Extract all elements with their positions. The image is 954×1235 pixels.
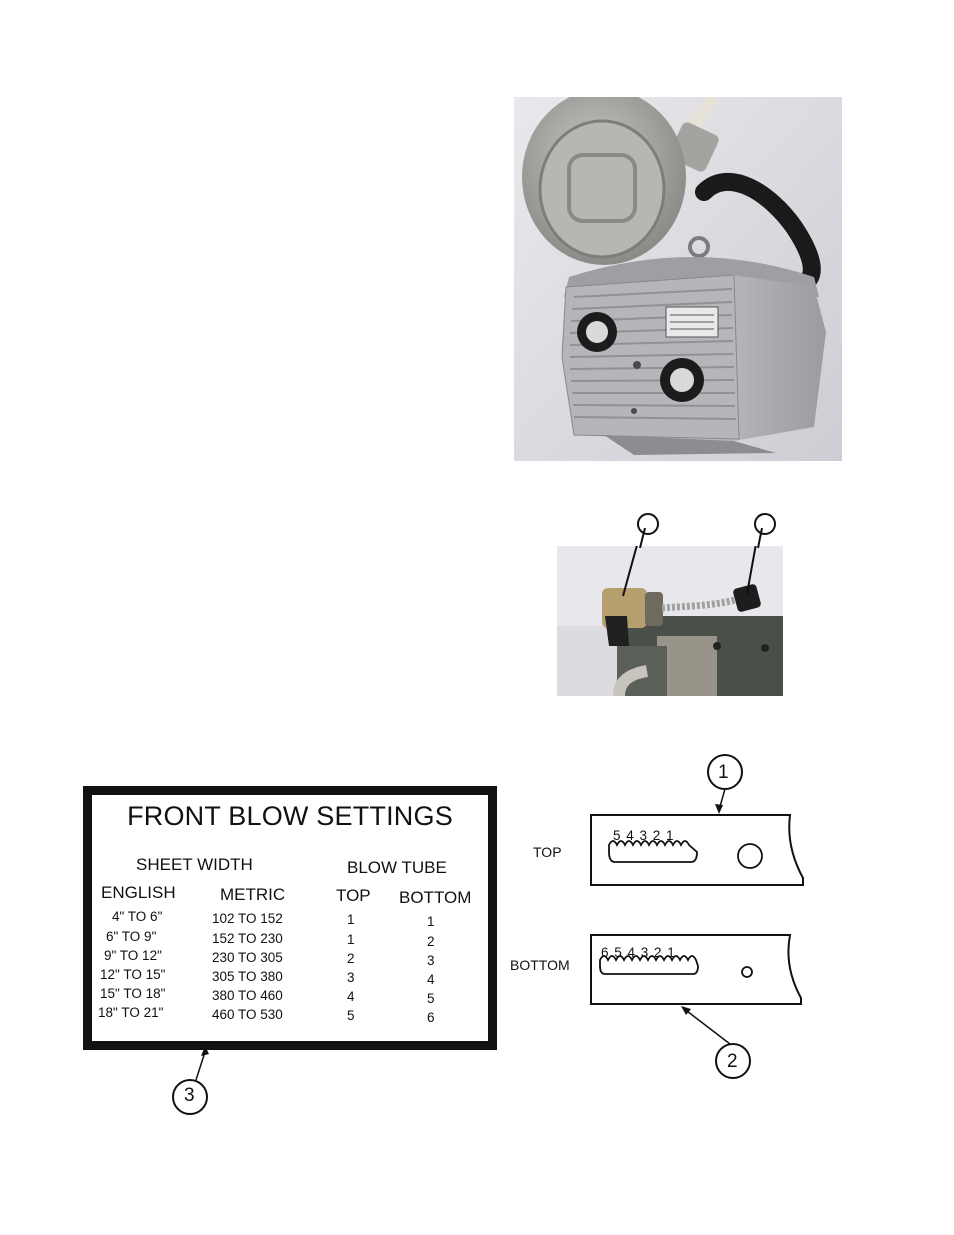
top-plate-hole [738, 844, 762, 868]
settings-cell-metric: 152 TO 230 [212, 931, 283, 946]
settings-cell-top: 5 [347, 1008, 355, 1023]
settings-cell-metric: 305 TO 380 [212, 969, 283, 984]
settings-cell-metric: 230 TO 305 [212, 950, 283, 965]
column-header-top: TOP [336, 886, 371, 906]
settings-cell-english: 15" TO 18" [100, 986, 165, 1001]
settings-cell-english: 4" TO 6" [112, 909, 162, 924]
settings-cell-bottom: 4 [427, 972, 435, 987]
settings-cell-metric: 380 TO 460 [212, 988, 283, 1003]
blow-tube-connector-photo [557, 546, 783, 696]
column-header-english: ENGLISH [101, 883, 176, 903]
settings-cell-metric: 460 TO 530 [212, 1007, 283, 1022]
callout-3: 3 [165, 1040, 225, 1115]
bottom-plate-label: BOTTOM [510, 957, 570, 973]
settings-cell-top: 1 [347, 912, 355, 927]
settings-cell-metric: 102 TO 152 [212, 911, 283, 926]
settings-cell-bottom: 3 [427, 953, 435, 968]
plates-drawing [505, 752, 835, 1092]
settings-cell-bottom: 2 [427, 934, 435, 949]
settings-cell-top: 1 [347, 932, 355, 947]
callout-number-3: 3 [184, 1085, 195, 1107]
settings-cell-english: 18" TO 21" [98, 1005, 163, 1020]
settings-cell-english: 9" TO 12" [104, 948, 162, 963]
top-plate-slot [609, 841, 697, 862]
settings-title: FRONT BLOW SETTINGS [92, 801, 488, 832]
front-blow-settings-label: FRONT BLOW SETTINGS SHEET WIDTH BLOW TUB… [83, 786, 497, 1050]
settings-cell-bottom: 5 [427, 991, 435, 1006]
settings-cell-bottom: 1 [427, 914, 435, 929]
callout-number-2: 2 [727, 1051, 738, 1073]
bottom-plate-positions: 6 5 4 3 2 1 [601, 945, 676, 960]
top-plate-label: TOP [533, 844, 562, 860]
settings-cell-english: 6" TO 9" [106, 929, 156, 944]
bottom-plate-hole [742, 967, 752, 977]
column-header-bottom: BOTTOM [399, 888, 471, 908]
settings-cell-english: 12" TO 15" [100, 967, 165, 982]
blow-tube-header: BLOW TUBE [347, 858, 447, 878]
top-plate-positions: 5 4 3 2 1 [613, 828, 675, 843]
callout-leader-lines [557, 528, 783, 548]
column-header-metric: METRIC [220, 885, 285, 905]
settings-cell-top: 4 [347, 989, 355, 1004]
vacuum-pump-photo [514, 97, 842, 461]
settings-cell-top: 3 [347, 970, 355, 985]
callout-number-1: 1 [718, 762, 729, 784]
settings-cell-bottom: 6 [427, 1010, 435, 1025]
blow-tube-plates-diagram: TOP BOTTOM 5 4 3 2 1 6 5 4 3 2 1 1 2 [505, 752, 835, 1092]
sheet-width-header: SHEET WIDTH [136, 855, 253, 875]
settings-cell-top: 2 [347, 951, 355, 966]
